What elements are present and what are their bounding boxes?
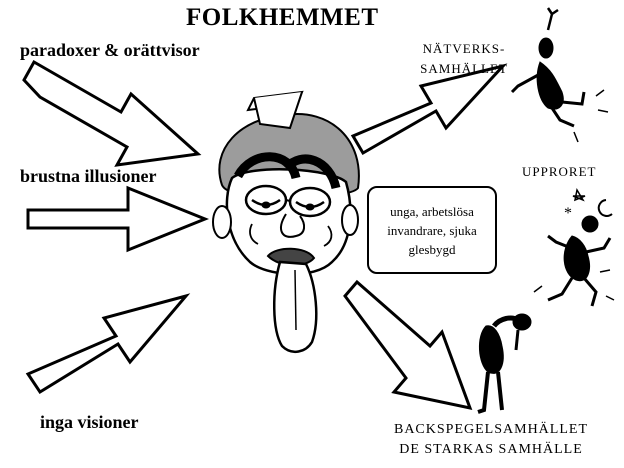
outcome-network-line1: NÄTVERKS- (422, 41, 506, 56)
outcome-rearview-line1: BACKSPEGELSAMHÄLLET (393, 422, 588, 437)
input-label-no-visions: inga visioner (40, 412, 139, 432)
arrow-top-input (22, 59, 202, 167)
arrow-top-output (350, 63, 508, 156)
arrow-middle-input (26, 185, 210, 253)
affected-groups-text: unga, arbetslösa invandrare, sjuka glesb… (387, 203, 477, 257)
figure-rearview (477, 313, 532, 414)
figure-networking (510, 7, 609, 143)
diagram-title: FOLKHEMMET (186, 4, 379, 31)
outcome-rearview-line2: DE STARKAS SAMHÄLLE (399, 442, 583, 457)
input-label-broken-illusions: brustna illusioner (20, 166, 157, 186)
affected-groups-box: unga, arbetslösa invandrare, sjuka glesb… (367, 186, 497, 274)
svg-text:*: * (564, 205, 572, 222)
outcome-network-line2: SAMHÄLLET (420, 61, 508, 76)
arrow-bottom-output (343, 279, 473, 411)
outcome-label-rebellion: UPPRORET (522, 164, 597, 179)
outcome-label-rearview-society: BACKSPEGELSAMHÄLLET DE STARKAS SAMHÄLLE (360, 420, 622, 460)
input-label-paradoxes: paradoxer & orättvisor (20, 40, 200, 60)
sad-face-illustration (212, 90, 360, 354)
arrow-bottom-input (25, 293, 191, 395)
outcome-label-network-society: NÄTVERKS- SAMHÄLLET (402, 39, 526, 79)
figure-rebellion: * (533, 187, 615, 307)
